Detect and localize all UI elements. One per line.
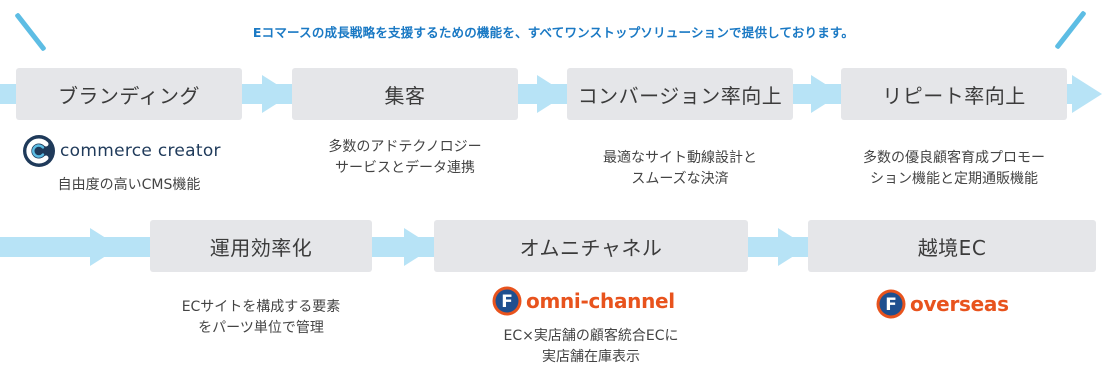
row1-arrowhead-1 <box>262 75 292 113</box>
desc-line: スムーズな決済 <box>631 171 729 187</box>
stage-branding: ブランディング <box>16 68 242 120</box>
overseas-logo: F overseas <box>876 289 1009 319</box>
desc-acquisition: 多数のアドテクノロジー サービスとデータ連携 <box>284 137 526 179</box>
stage-acquisition: 集客 <box>292 68 518 120</box>
omni-channel-logo: F omni-channel <box>492 286 675 316</box>
desc-conversion: 最適なサイト動線設計と スムーズな決済 <box>559 148 801 190</box>
desc-line: EC×実店舗の顧客統合ECに <box>503 328 679 344</box>
omni-channel-wordmark: omni-channel <box>526 289 675 313</box>
headline: Eコマースの成長戦略を支援するための機能を、すべてワンストップソリューションで提… <box>252 25 855 40</box>
stage-repeat: リピート率向上 <box>841 68 1067 120</box>
overseas-wordmark: overseas <box>910 292 1009 316</box>
desc-line: ション機能と定期通販機能 <box>870 171 1038 187</box>
stage-cross-border: 越境EC <box>808 220 1096 272</box>
row1-arrowhead-3 <box>811 75 841 113</box>
desc-line: をパーツ単位で管理 <box>198 320 324 336</box>
f-badge-icon: F <box>492 286 522 316</box>
stage-omnichannel: オムニチャネル <box>434 220 748 272</box>
stage-conversion: コンバージョン率向上 <box>567 68 793 120</box>
row1-arrowhead-end <box>1072 75 1102 113</box>
stage-efficiency: 運用効率化 <box>150 220 372 272</box>
desc-line: 最適なサイト動線設計と <box>603 150 757 166</box>
desc-line: 自由度の高いCMS機能 <box>57 177 201 193</box>
commerce-creator-logo: commerce creator <box>22 134 221 168</box>
desc-line: サービスとデータ連携 <box>335 160 475 176</box>
f-badge-icon: F <box>876 289 906 319</box>
desc-branding: 自由度の高いCMS機能 <box>16 175 242 196</box>
desc-omnichannel: EC×実店舗の顧客統合ECに 実店舗在庫表示 <box>470 326 712 368</box>
row1-arrowhead-2 <box>537 75 567 113</box>
row2-arrowhead-1 <box>90 228 120 266</box>
desc-efficiency: ECサイトを構成する要素 をパーツ単位で管理 <box>140 297 382 339</box>
f-letter: F <box>885 295 897 315</box>
commerce-creator-wordmark: commerce creator <box>60 141 221 161</box>
desc-repeat: 多数の優良顧客育成プロモー ション機能と定期通販機能 <box>826 148 1082 190</box>
desc-line: 多数の優良顧客育成プロモー <box>863 150 1045 166</box>
desc-line: ECサイトを構成する要素 <box>181 299 341 315</box>
commerce-creator-mark-icon <box>23 135 55 167</box>
f-letter: F <box>501 292 513 312</box>
desc-line: 多数のアドテクノロジー <box>328 139 482 155</box>
row2-arrowhead-3 <box>778 228 808 266</box>
row2-arrowhead-2 <box>404 228 434 266</box>
desc-line: 実店舗在庫表示 <box>542 349 640 365</box>
